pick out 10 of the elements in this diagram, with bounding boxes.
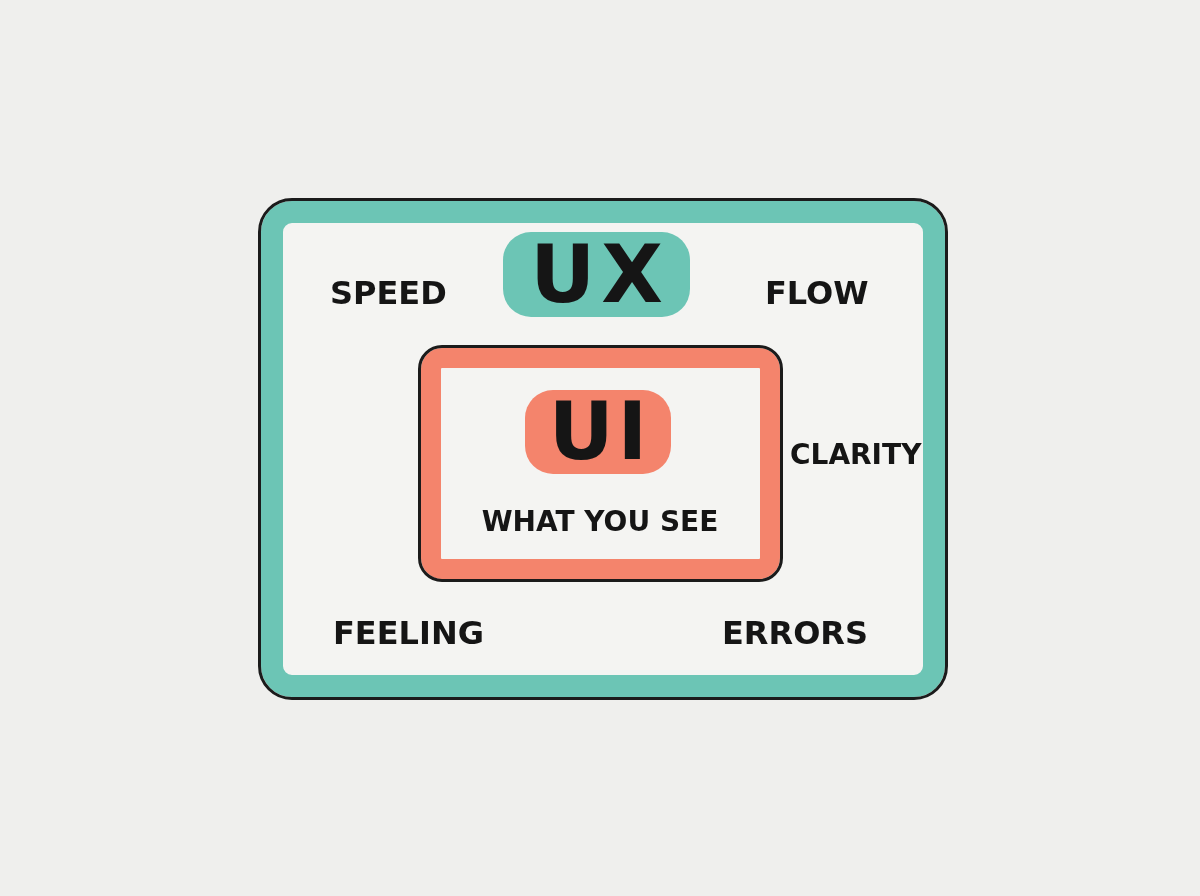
- keyword-label: FEELING: [333, 617, 484, 649]
- heading-label: UI: [525, 390, 671, 474]
- inner-frame: [418, 345, 783, 582]
- keyword-label: SPEED: [330, 277, 447, 309]
- keyword-label: ERRORS: [722, 617, 869, 649]
- outer-frame: [258, 198, 948, 700]
- keyword-label: FLOW: [765, 277, 869, 309]
- subtitle-label: WHAT YOU SEE: [481, 508, 719, 536]
- heading-label: UX: [503, 232, 690, 317]
- keyword-label: CLARITY: [790, 441, 922, 469]
